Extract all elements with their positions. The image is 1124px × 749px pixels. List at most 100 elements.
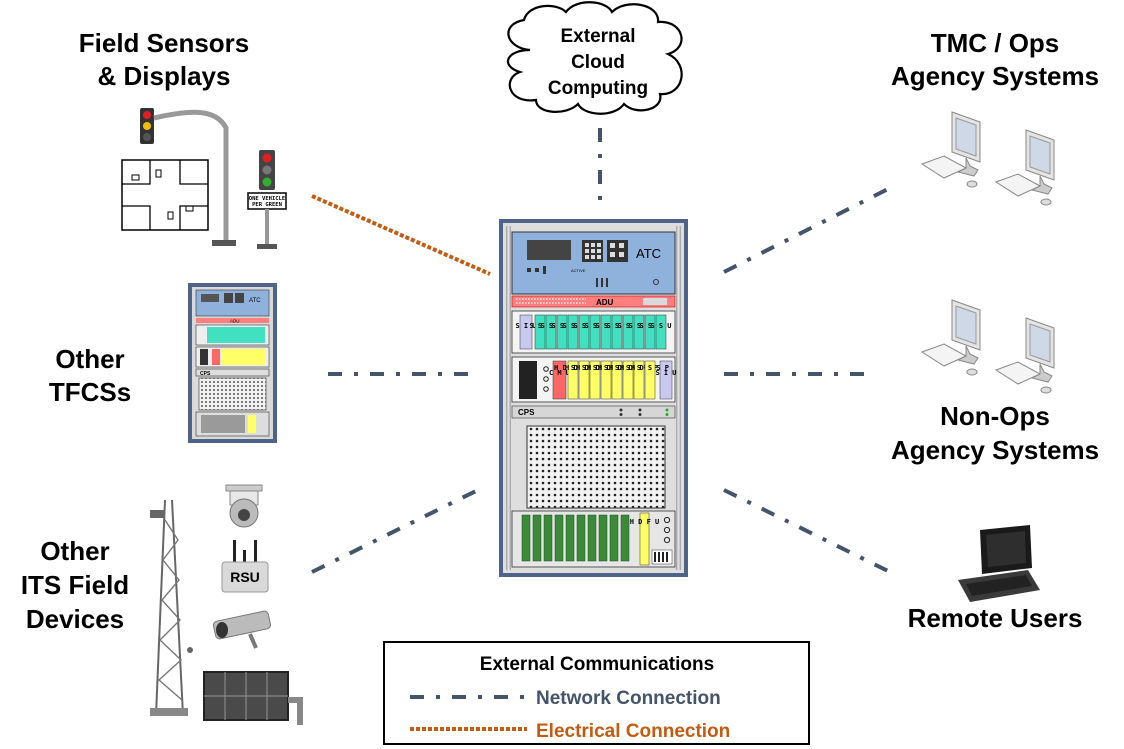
ssu-card-label: S S U (562, 322, 583, 330)
ssu-card (644, 314, 656, 350)
non-ops-computers (920, 299, 1055, 394)
detector-card (620, 514, 630, 562)
detector-rack: H D F U (511, 510, 676, 568)
legend-electrical-label: Electrical Connection (536, 721, 730, 742)
adu-label: ADU (596, 298, 614, 307)
legend-network-label: Network Connection (536, 688, 721, 709)
other-its-label-line1: Other (40, 536, 109, 566)
central-tfcs-cabinet: ATC ACTIVE ADU S I U S S US S US S US S … (499, 219, 688, 577)
ssu-card (611, 314, 623, 350)
external-cloud-computing: External Cloud Computing (506, 1, 683, 115)
cloud-label-line2: Cloud (571, 52, 625, 73)
hdssp-row: C M U S I U H D S S PH D S S PH D S S PH… (511, 356, 677, 403)
hdssp-card-label: H D S S P (565, 364, 603, 372)
other-tfcs-cabinet-icon: ATC ADU CPS (188, 283, 277, 443)
detector-card (521, 514, 531, 562)
hdfu-label: H D F U (630, 518, 660, 526)
ssu-card (578, 314, 590, 350)
ssu-card-label: S S U (628, 322, 649, 330)
desktop-computer-icon (920, 111, 981, 188)
hdssp-card (622, 360, 634, 400)
other-its-label-line2: ITS Field (21, 570, 129, 600)
laptop-icon (958, 525, 1040, 602)
small-atc-label: ATC (249, 298, 261, 304)
other-its-label-line3: Devices (26, 604, 124, 634)
cloud-label-line1: External (561, 26, 636, 47)
detector-card (576, 514, 586, 562)
network-connection-remote-users (723, 488, 891, 574)
tmc-ops-label-line2: Agency Systems (891, 61, 1099, 91)
node-labels: Field Sensors & Displays Other TFCSs Oth… (21, 28, 1099, 634)
atc-label: ATC (636, 246, 661, 261)
desktop-computer-icon (994, 129, 1055, 206)
cmu-label: C M U (549, 369, 570, 377)
detector-card (598, 514, 608, 562)
connection-lines (311, 128, 891, 574)
hdssp-card (633, 360, 645, 400)
other-tfcs-label-line1: Other (55, 344, 124, 374)
field-sensors-label-line1: Field Sensors (79, 28, 250, 58)
ssu-card-label: S S U (529, 322, 550, 330)
desktop-computer-icon (994, 317, 1055, 394)
pole-traffic-signal-icon: ONE VEHICLE PER GREEN (247, 150, 287, 249)
detector-card (554, 514, 564, 562)
hdssp-card-label: H D S S P (598, 364, 636, 372)
ssu-card (567, 314, 579, 350)
ssu-card (589, 314, 601, 350)
hdssp-card-label: H D S S P (554, 364, 592, 372)
hdssp-card (611, 360, 623, 400)
ssu-card (655, 314, 667, 350)
cloud-label-line3: Computing (548, 78, 648, 99)
ssu-card-label: S S U (551, 322, 572, 330)
remote-users-label: Remote Users (908, 603, 1083, 633)
ssu-card (600, 314, 612, 350)
hdssp-card-label: H D S S P (576, 364, 614, 372)
cps-label: CPS (518, 408, 535, 417)
ssu-card (633, 314, 645, 350)
detector-card (609, 514, 619, 562)
tmc-ops-label-line1: TMC / Ops (931, 28, 1060, 58)
detector-card (532, 514, 542, 562)
other-tfcs-label-line2: TFCSs (49, 377, 131, 407)
tmc-ops-computers (920, 111, 1055, 206)
electrical-connection-field-sensors (311, 194, 491, 276)
small-ssu-slots (207, 327, 265, 343)
field-sensors-label-line2: & Displays (98, 61, 231, 91)
cps-strip: CPS (511, 405, 676, 419)
ssu-card-label: S S U (595, 322, 616, 330)
network-connection-other-its (311, 488, 479, 574)
field-sensors-illustration: ONE VEHICLE PER GREEN (121, 108, 287, 249)
small-adu-label: ADU (230, 319, 240, 324)
ssu-card (545, 314, 557, 350)
desktop-computer-icon (920, 299, 981, 376)
active-indicator-label: ACTIVE (571, 268, 586, 273)
solar-panel-icon (203, 671, 303, 725)
perforated-panel (526, 425, 666, 509)
hdssp-card (578, 360, 590, 400)
cloud-shape (506, 1, 683, 115)
non-ops-label-line2: Agency Systems (891, 435, 1099, 465)
hdssp-card-label: H D S S P (631, 364, 669, 372)
hdssp-card (600, 360, 612, 400)
detector-card (565, 514, 575, 562)
siu-right-label: S I U (655, 369, 676, 377)
detector-card (543, 514, 553, 562)
legend: External Communications Network Connecti… (383, 641, 810, 745)
sign-text-line1: ONE VEHICLE (249, 196, 285, 202)
rsu-icon: RSU (221, 540, 269, 593)
hdssp-card-label: H D S S P (620, 364, 658, 372)
hdssp-card (644, 360, 656, 400)
lattice-tower-icon (150, 499, 193, 716)
ssu-card-label: S S U (650, 322, 671, 330)
non-ops-label-line1: Non-Ops (940, 401, 1050, 431)
its-field-devices-illustration: RSU (150, 484, 303, 725)
small-cps-label: CPS (200, 371, 211, 377)
ssu-card (622, 314, 634, 350)
ssu-row: S I U S S US S US S US S US S US S US S … (511, 310, 676, 354)
hdssp-card-label: H D S S P (587, 364, 625, 372)
adu-strip: ADU (511, 295, 676, 308)
hdssp-card (567, 360, 579, 400)
ssu-card-label: S S U (606, 322, 627, 330)
ssu-card-label: S S U (573, 322, 594, 330)
